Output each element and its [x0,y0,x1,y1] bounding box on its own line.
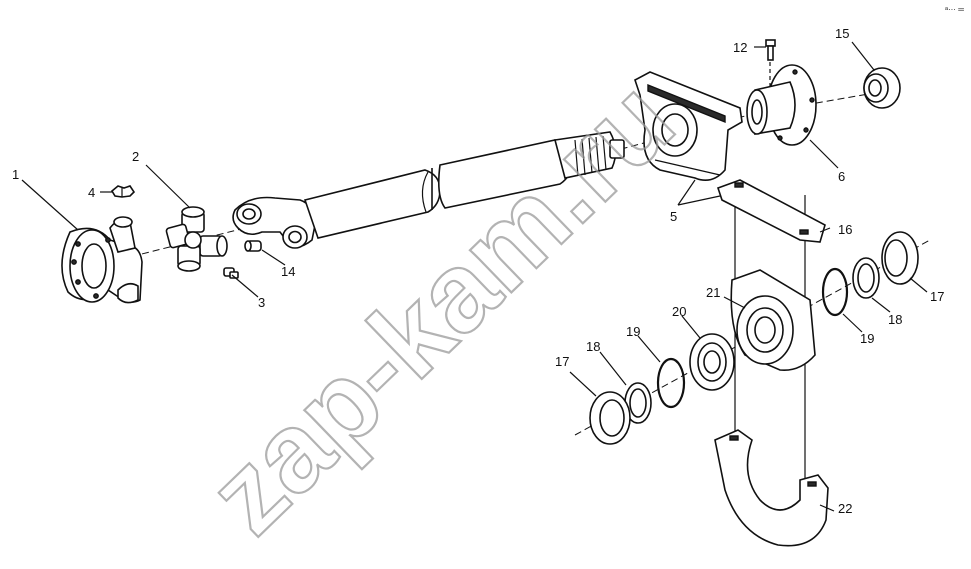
flange-nut [863,67,901,109]
bearing-housing [730,269,816,372]
callout-19-left: 19 [626,324,640,339]
callout-17-left: 17 [555,354,569,369]
callout-2: 2 [132,149,139,164]
callout-1: 1 [12,167,19,182]
flange-yoke [61,216,143,304]
callout-19-right: 19 [860,331,874,346]
lock-washer [110,185,136,198]
callout-22: 22 [838,501,852,516]
callout-18-left: 18 [586,339,600,354]
universal-joint-cross [165,206,228,272]
support-bracket [634,71,743,181]
right-seal-stack [821,231,919,317]
callout-5: 5 [670,209,677,224]
leader-lines [21,41,928,512]
callout-21: 21 [706,285,720,300]
splined-shaft [553,131,625,179]
grease-nipple [223,267,239,279]
callout-3: 3 [258,295,265,310]
callout-4: 4 [88,185,95,200]
callout-17-right: 17 [930,289,944,304]
left-bearing-stack [589,333,735,445]
callout-18-right: 18 [888,312,902,327]
callout-14: 14 [281,264,295,279]
callout-12: 12 [733,40,747,55]
callout-20: 20 [672,304,686,319]
shaft-yoke [232,196,316,249]
corner-mark: ᵃ··· ═ [945,5,964,14]
callout-15: 15 [835,26,849,41]
support-plate [716,179,826,243]
companion-flange [746,64,817,146]
callout-labels: 1 2 3 4 5 6 12 14 15 16 17 17 18 18 19 1… [12,26,944,516]
callout-16: 16 [838,222,852,237]
callout-6: 6 [838,169,845,184]
u-strap [714,429,829,547]
needle-bushing [244,240,262,252]
bolt [765,39,776,61]
